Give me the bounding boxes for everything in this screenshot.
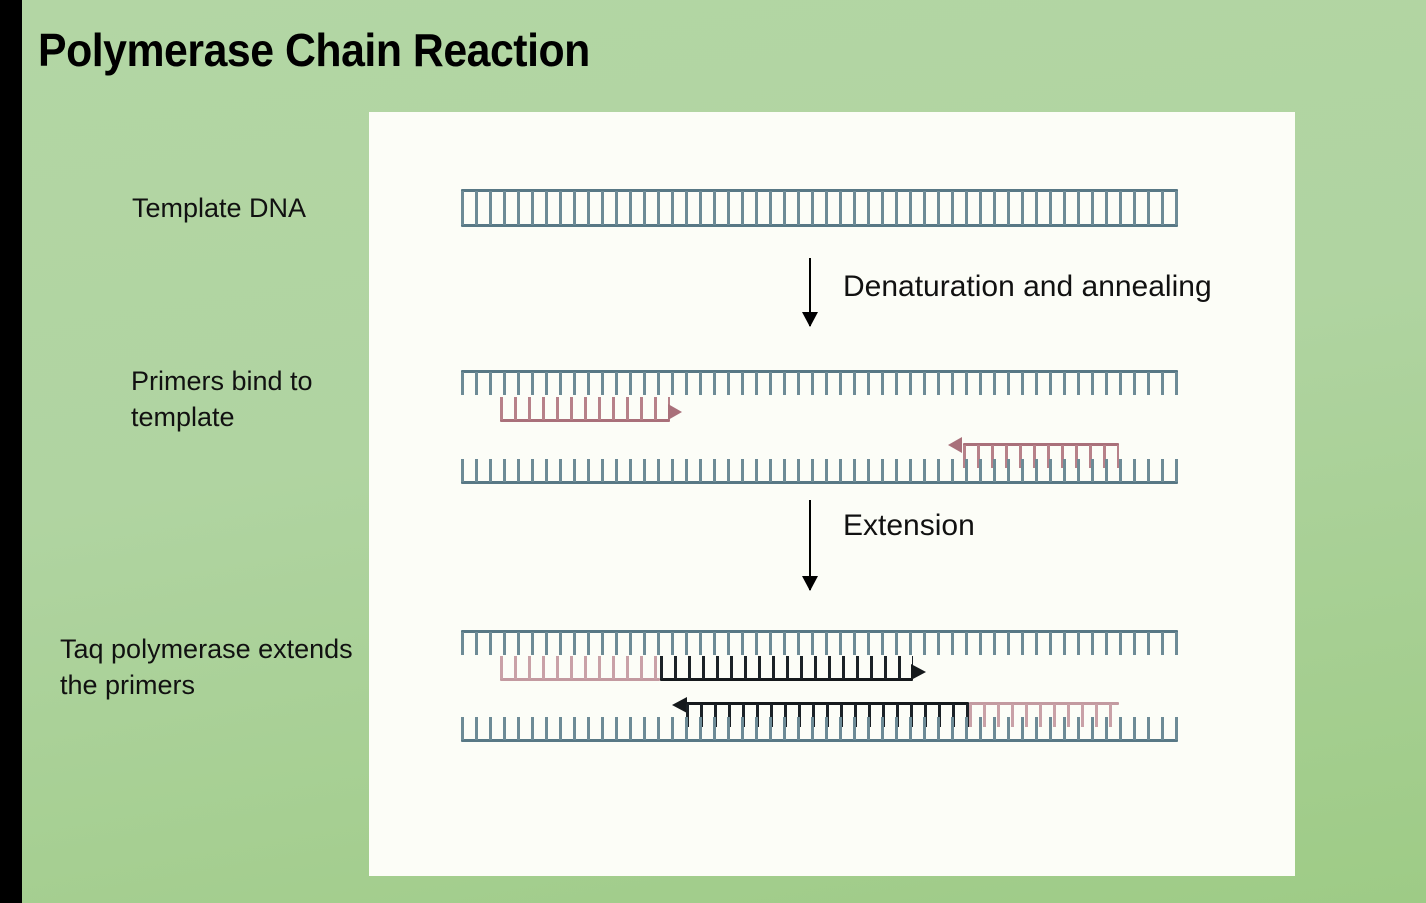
step-label-denaturation: Denaturation and annealing <box>843 270 1212 303</box>
arrow-head <box>802 312 818 327</box>
label-primers-bind: Primers bind to template <box>131 366 313 433</box>
strand-backbone <box>660 678 913 681</box>
bottom-template-strand <box>461 201 1178 227</box>
arrow-shaft <box>809 500 811 590</box>
forward-primer <box>500 396 670 422</box>
strand-teeth <box>461 459 1178 482</box>
strand-backbone <box>461 224 1178 227</box>
bottom-template-strand <box>461 458 1178 484</box>
strand-backbone <box>461 189 1178 192</box>
reverse-extension-arrow-icon <box>672 697 687 713</box>
strand-teeth <box>461 632 1178 655</box>
strand-teeth <box>500 656 660 679</box>
arrow-shaft <box>809 258 811 326</box>
strand-teeth <box>461 717 1178 740</box>
diagram-panel <box>369 112 1295 876</box>
forward-extension-segment <box>660 655 913 681</box>
reverse-primer-arrow-icon <box>948 437 962 453</box>
arrow-head <box>802 576 818 591</box>
forward-primer-arrow-icon <box>668 404 682 420</box>
strand-backbone <box>686 702 969 705</box>
strand-backbone <box>461 739 1178 742</box>
strand-backbone <box>461 370 1178 373</box>
forward-extension-arrow-icon <box>911 664 926 680</box>
strand-teeth <box>461 202 1178 225</box>
step-label-extension: Extension <box>843 509 975 542</box>
strand-backbone <box>969 702 1119 705</box>
strand-teeth <box>461 372 1178 395</box>
bottom-template-strand <box>461 716 1178 742</box>
strand-backbone <box>461 481 1178 484</box>
strand-teeth <box>660 656 913 679</box>
top-template-strand <box>461 370 1178 396</box>
strand-backbone <box>500 678 660 681</box>
strand-backbone <box>500 419 670 422</box>
down-arrow-icon-extension <box>798 500 822 591</box>
page-title: Polymerase Chain Reaction <box>38 24 590 76</box>
strand-backbone <box>963 443 1119 446</box>
down-arrow-icon-denaturation <box>798 258 822 327</box>
label-taq-polymerase: Taq polymerase extends the primers <box>60 634 353 701</box>
label-template-dna: Template DNA <box>132 193 307 223</box>
strand-teeth <box>500 397 670 420</box>
strand-backbone <box>461 630 1178 633</box>
forward-primer-segment <box>500 655 660 681</box>
top-template-strand <box>461 630 1178 656</box>
